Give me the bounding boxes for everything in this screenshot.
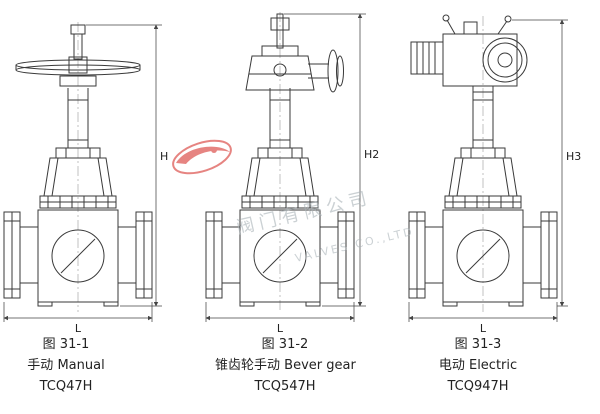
dimension-label-l-manual: L: [75, 322, 82, 334]
valve-name: 手动 Manual: [0, 355, 132, 376]
dimension-length-electric: L: [408, 302, 558, 334]
dimension-label-h3: H3: [566, 150, 581, 163]
valve-name-en: Bever gear: [284, 358, 356, 373]
figure-captions: 图 31-1 手动 Manual TCQ47H 图 31-2 锥齿轮手动 Bev…: [0, 334, 600, 414]
watermark-logo-icon: [172, 139, 232, 175]
dimension-length-bevel-gear: L: [205, 302, 355, 334]
valve-name-cn: 锥齿轮手动: [215, 358, 281, 373]
electric-actuator-assembly: [410, 14, 528, 93]
model-number: TCQ947H: [447, 379, 509, 394]
model-number: TCQ547H: [254, 379, 316, 394]
technical-drawing: H L H2 L H3 L: [3, 12, 581, 334]
valve-name-cn: 手动: [27, 358, 54, 373]
model-number: TCQ47H: [39, 379, 93, 394]
figure-label: 图 31-3: [454, 337, 502, 352]
dimension-label-h: H: [160, 150, 168, 163]
caption-bevel-gear: 图 31-2 锥齿轮手动 Bever gear TCQ547H: [215, 334, 356, 397]
handwheel-assembly: [15, 24, 141, 87]
bevel-gear-assembly: [245, 13, 344, 93]
valve-name-cn: 电动: [438, 358, 465, 373]
dimension-height-bevel-gear: H2: [284, 13, 379, 307]
dimension-label-h2: H2: [364, 148, 379, 161]
caption-electric: 图 31-3 电动 Electric TCQ947H: [408, 334, 548, 397]
dimension-label-l-bevel-gear: L: [277, 322, 284, 334]
valve-name-en: Manual: [57, 358, 105, 373]
figure-label: 图 31-2: [261, 337, 309, 352]
watermark-text-cn: 阀门有限公司: [234, 187, 373, 239]
valve-bevel-gear-drawing: [205, 13, 355, 307]
caption-manual: 图 31-1 手动 Manual TCQ47H: [0, 334, 132, 397]
watermark-text-en: VALVES CO.,LTD: [294, 225, 416, 265]
dimension-label-l-electric: L: [480, 322, 487, 334]
centerlines: [77, 12, 484, 312]
valve-manual-drawing: [3, 24, 153, 307]
dimension-length-manual: L: [3, 302, 153, 334]
figure-label: 图 31-1: [42, 337, 90, 352]
valve-name-en: Electric: [468, 358, 518, 373]
valve-name: 电动 Electric: [408, 355, 548, 376]
valve-name: 锥齿轮手动 Bever gear: [215, 355, 356, 376]
dimension-height-electric: H3: [512, 19, 581, 307]
dimension-height-manual: H: [86, 24, 168, 307]
valve-electric-drawing: [408, 14, 558, 307]
